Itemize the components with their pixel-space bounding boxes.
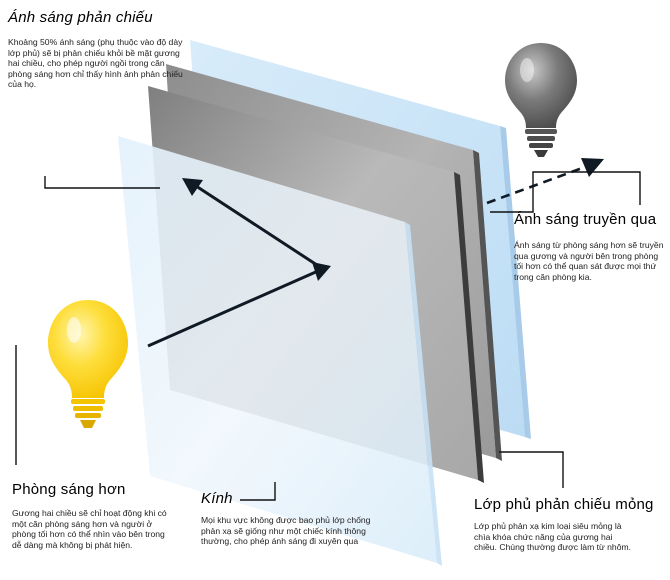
transmitted-light-arrow — [486, 158, 604, 205]
thin-coating-description: Lớp phủ phản xạ kim loại siêu mỏng là ch… — [474, 521, 632, 553]
reflected-light-arrow — [182, 178, 321, 269]
leader-transmitted — [490, 171, 641, 213]
leader-reflected — [44, 176, 160, 189]
lightbulb-icon — [48, 300, 128, 428]
lightbulb-icon — [505, 43, 577, 157]
reflected-light-title: Ánh sáng phản chiếu — [8, 9, 153, 26]
thin-coating-title: Lớp phủ phản chiếu mỏng — [474, 496, 654, 513]
bright-room-description: Gương hai chiều sẽ chỉ hoạt động khi có … — [12, 508, 167, 550]
incoming-light-arrow — [147, 262, 331, 348]
transmitted-light-description: Ánh sáng từ phòng sáng hơn sẽ truyền qua… — [514, 240, 664, 282]
glass-title: Kính — [201, 490, 233, 507]
leader-lines — [15, 171, 641, 501]
reflected-light-description: Khoảng 50% ánh sáng (phụ thuộc vào độ dà… — [8, 37, 183, 90]
front-glass-pane — [118, 136, 442, 566]
transmitted-light-title: Ánh sáng truyền qua — [514, 211, 657, 228]
bright-room-title: Phòng sáng hơn — [12, 481, 126, 498]
glass-description: Mọi khu vực không được bao phủ lớp chống… — [201, 515, 371, 547]
leader-coating — [499, 451, 564, 488]
leader-glass — [240, 482, 276, 501]
